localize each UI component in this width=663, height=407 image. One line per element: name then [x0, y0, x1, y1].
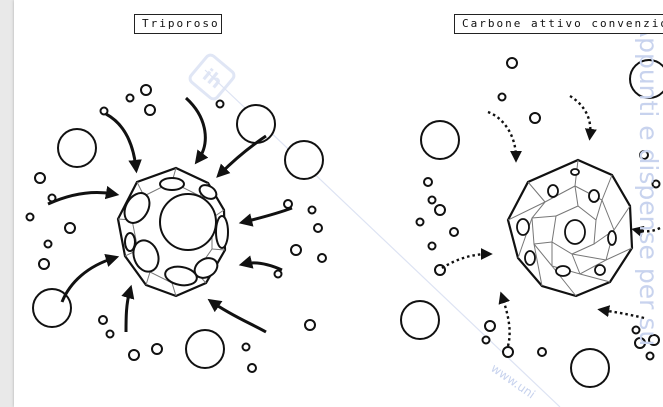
triporous-label: Triporoso: [134, 14, 222, 34]
watermark-logo-text: ih: [198, 65, 226, 93]
diagram-canvas: ih www.uni: [25, 20, 663, 407]
right-molecules: [400, 57, 663, 388]
left-molecules: [25, 84, 327, 373]
watermark-side-text: Appunti e dispense per su: [634, 20, 663, 346]
triporous-particle: [116, 166, 229, 298]
right-dotted-arrows: [441, 94, 661, 347]
conventional-carbon-label: Carbone attivo convenzionale: [454, 14, 663, 34]
diagram-page: ih www.uni: [14, 0, 663, 407]
conventional-carbon-particle: [506, 158, 634, 298]
left-inflow-arrows: [47, 96, 293, 334]
watermark-diagonal-text: www.uni: [488, 361, 538, 402]
